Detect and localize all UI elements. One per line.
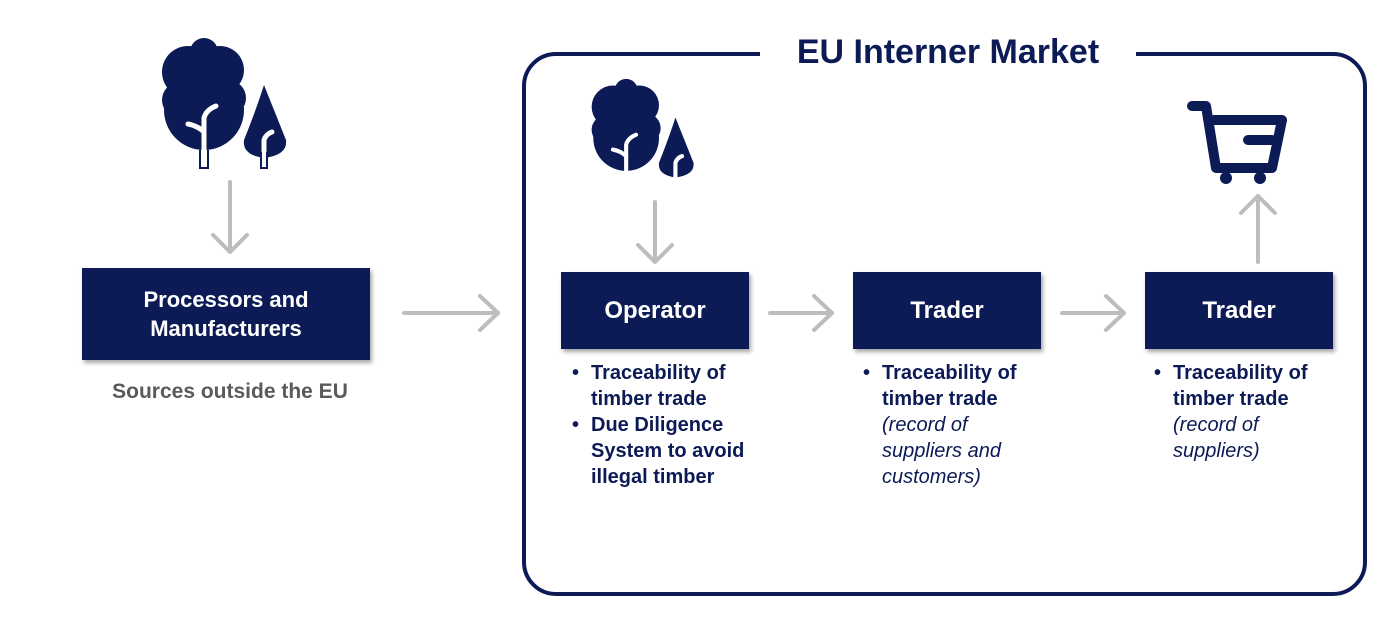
list-item: Traceability of timber trade (record of … xyxy=(1149,360,1339,464)
market-title: EU Interner Market xyxy=(760,30,1136,74)
trader-box-2: Trader xyxy=(1145,272,1333,349)
arrow-right-icon xyxy=(1060,294,1126,332)
operator-box: Operator xyxy=(561,272,749,349)
operator-label: Operator xyxy=(604,296,706,324)
trader-box-1: Trader xyxy=(853,272,1041,349)
source-box-line2: Manufacturers xyxy=(150,316,302,341)
list-item: Due Diligence System to avoid illegal ti… xyxy=(567,412,767,490)
processors-manufacturers-box: Processors and Manufacturers xyxy=(82,268,370,360)
arrow-right-icon xyxy=(768,294,834,332)
arrow-up-icon xyxy=(1239,194,1277,264)
list-item: Traceability of timber trade xyxy=(567,360,767,412)
trader-2-bullets: Traceability of timber trade (record of … xyxy=(1149,360,1339,464)
source-caption: Sources outside the EU xyxy=(112,380,348,403)
arrow-down-icon xyxy=(636,200,674,264)
trees-icon xyxy=(591,78,694,186)
trader-1-label: Trader xyxy=(910,296,984,324)
trader-1-bullets: Traceability of timber trade (record of … xyxy=(858,360,1048,490)
shopping-cart-icon xyxy=(1187,101,1287,184)
trees-icon xyxy=(162,38,287,169)
arrow-down-icon xyxy=(211,180,249,254)
arrow-right-icon xyxy=(402,294,500,332)
source-box-line1: Processors and xyxy=(143,287,309,312)
operator-bullets: Traceability of timber trade Due Diligen… xyxy=(567,360,767,490)
trader-2-label: Trader xyxy=(1202,296,1276,324)
list-item: Traceability of timber trade (record of … xyxy=(858,360,1048,490)
